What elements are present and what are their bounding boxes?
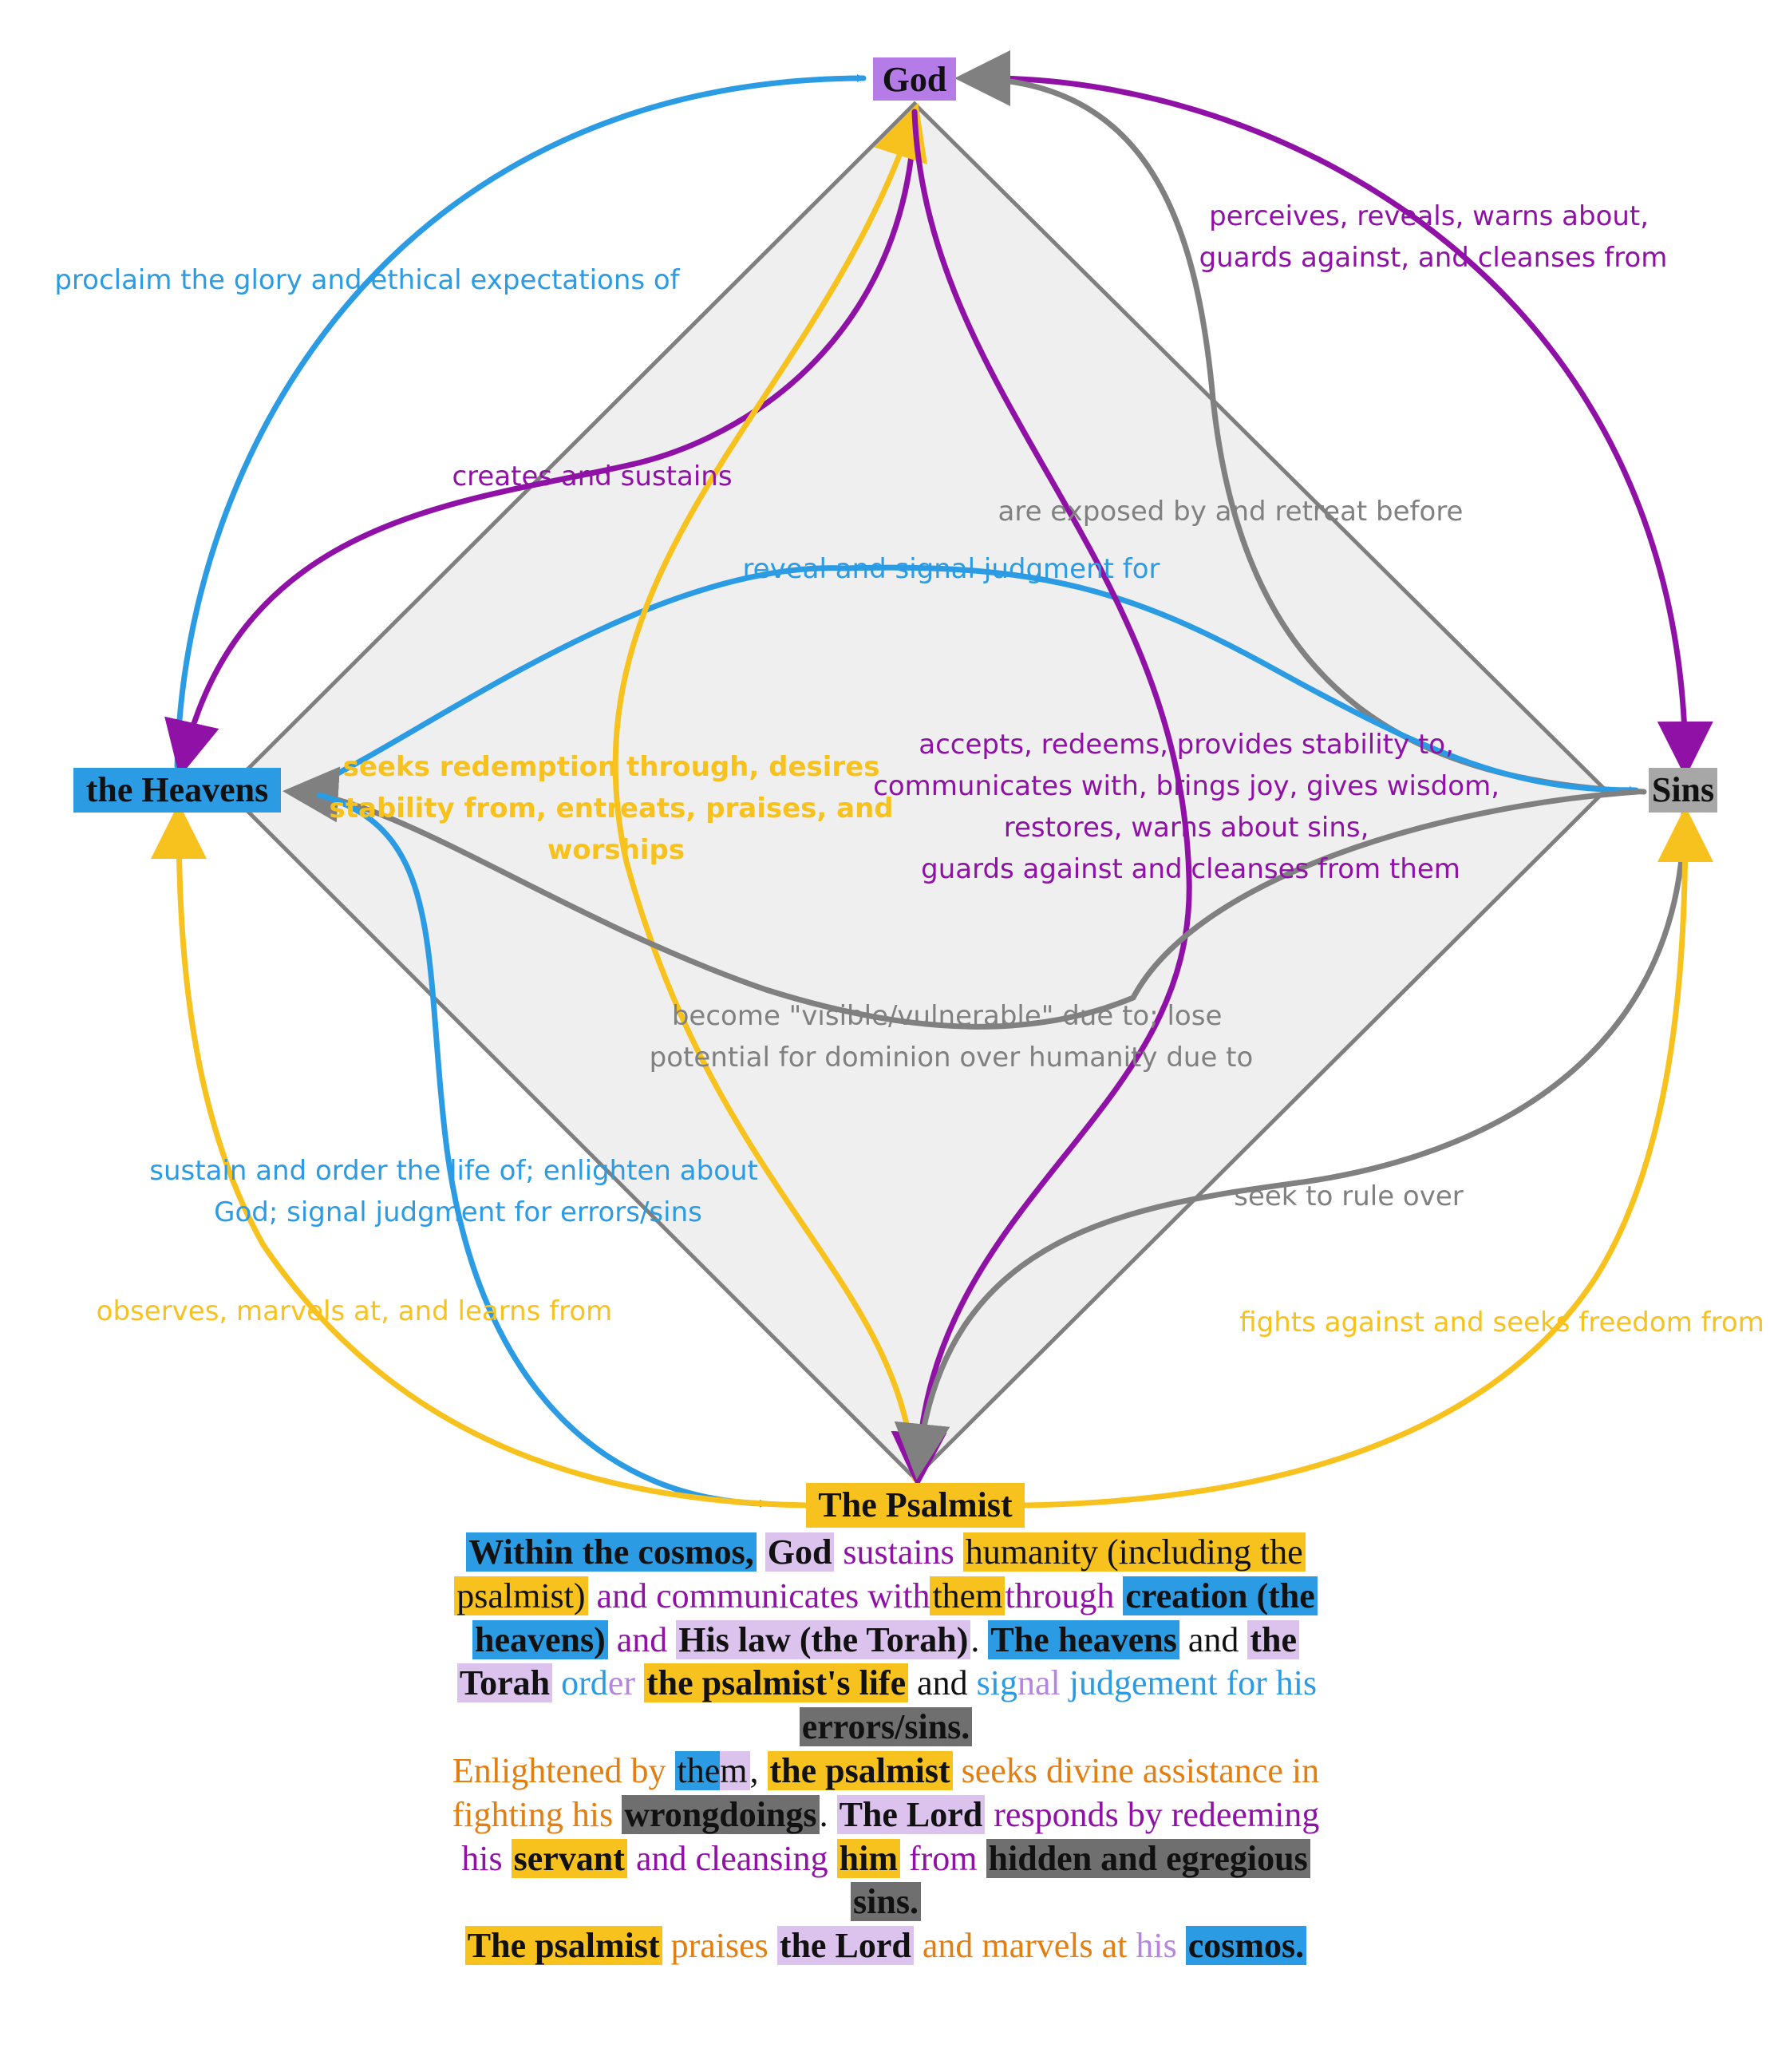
node-god-box [873,57,956,101]
phrase-from: from [909,1838,978,1878]
phrase-and-3: and [917,1663,968,1703]
phrase-marvels-at: and marvels at [922,1926,1128,1966]
phrase-order-b: er [607,1663,635,1703]
label-psalmist-to-heavens: observes, marvels at, and learns from [97,1295,613,1327]
label-heavens-to-sins: reveal and signal judgment for [742,553,1160,585]
phrase-period-2: . [819,1794,828,1834]
phrase-psalmists-life: the psalmist's life [644,1663,909,1703]
phrase-communicates-with: and communicates with [596,1576,930,1615]
node-psalmist-box [806,1483,1025,1528]
phrase-period-1: . [970,1619,980,1659]
edge-god-to-sins [988,75,1713,777]
node-god: God [873,57,956,101]
phrase-within-the-cosmos: Within the cosmos, [466,1532,757,1572]
edge-god-to-heavens [164,109,918,777]
label-psalmist-to-god: seeks redemption through, desires stabil… [330,751,903,866]
node-sins-label: Sins [1652,770,1714,809]
phrase-his-law: His law (the Torah) [676,1619,971,1659]
phrase-and-2: and [1187,1619,1239,1659]
phrase-sustains: sustains [843,1532,954,1572]
label-sins-to-god: are exposed by and retreat before [998,496,1464,528]
phrase-the-psalmist-2: The psalmist [464,1926,662,1966]
edge-heavens-to-god [174,74,867,769]
node-heavens: the Heavens [73,768,281,813]
node-sins-box [1649,768,1717,813]
node-sins: Sins [1649,768,1717,813]
phrase-comma: , [749,1750,759,1790]
edge-sins-to-psalmist [894,811,1687,1480]
phrase-the-heavens: The heavens [988,1619,1179,1659]
phrase-them-b: m [720,1750,750,1790]
edge-psalmist-to-god [612,102,927,1481]
label-heavens-to-god: proclaim the glory and ethical expectati… [54,264,680,296]
phrase-them: them [930,1576,1006,1615]
summary-paragraph: Within the cosmos, God sustains humanity… [431,1531,1341,1968]
label-heavens-to-psalmist: sustain and order the life of; enlighten… [149,1155,766,1228]
label-god-to-sins: perceives, reveals, warns about, guards … [1199,200,1668,274]
phrase-the-psalmist-1: the psalmist [767,1750,953,1790]
phrase-servant: servant [511,1838,627,1878]
node-heavens-label: the Heavens [86,770,269,809]
phrase-them-a: the [674,1750,721,1790]
phrase-god: God [764,1532,835,1572]
phrase-cosmos: cosmos. [1185,1926,1307,1966]
phrase-enlightened-by: Enlightened by [452,1750,666,1790]
node-psalmist-label: The Psalmist [818,1485,1013,1524]
phrase-errors-sins: errors/sins. [799,1707,973,1747]
label-god-to-heavens: creates and sustains [452,461,732,492]
phrase-signal-b: nal [1017,1663,1061,1703]
phrase-signal-a: sig [976,1663,1017,1703]
phrase-and-cleansing: and cleansing [635,1838,828,1878]
phrase-the-lord-1: The Lord [836,1794,986,1834]
edge-god-to-psalmist [891,109,1192,1488]
edge-heavens-to-psalmist [316,792,769,1508]
phrase-praises: praises [670,1926,768,1966]
node-psalmist: The Psalmist [806,1483,1025,1528]
label-psalmist-to-sins: fights against and seeks freedom from [1239,1307,1764,1338]
phrase-judgement-for-his: judgement for his [1069,1663,1318,1703]
phrase-and-1: and [616,1619,668,1659]
edge-sins-to-heavens [282,766,1641,1030]
label-god-to-psalmist: accepts, redeems, provides stability to,… [873,729,1508,885]
phrase-wrongdoings: wrongdoings [622,1794,820,1834]
phrase-order-a: ord [561,1663,608,1703]
node-god-label: God [883,60,947,99]
phrase-the-lord-2: the Lord [776,1926,914,1966]
phrase-seeks-divine: seeks divine assistance in fighting his [452,1750,1320,1834]
phrase-through: through [1005,1576,1115,1615]
phrase-responds: responds by redeeming his [461,1794,1320,1878]
label-sins-to-psalmist: seek to rule over [1234,1180,1464,1212]
label-sins-to-heavens: become "visible/vulnerable" due to; lose… [650,1000,1254,1074]
edge-psalmist-to-heavens [151,803,809,1509]
phrase-him: him [836,1838,900,1878]
edge-psalmist-to-sins [1022,806,1713,1509]
phrase-his: his [1136,1926,1177,1966]
edge-heavens-to-sins [292,564,1639,795]
node-heavens-box [73,768,281,813]
